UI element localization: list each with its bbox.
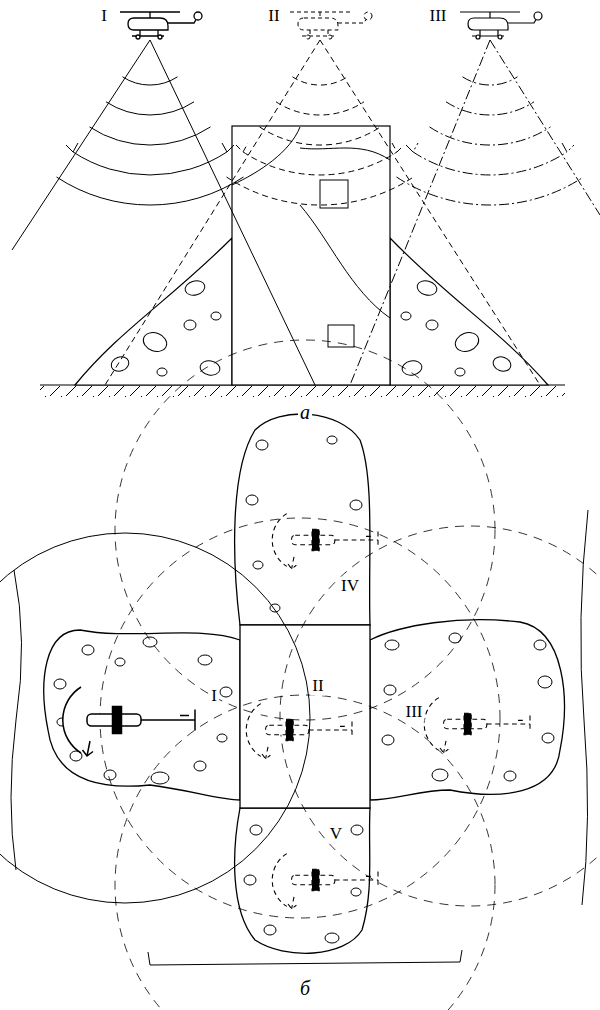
callout-number: III xyxy=(428,7,449,26)
figure-caption: а xyxy=(298,401,312,423)
helicopter-side xyxy=(290,12,372,39)
callout-number: IV xyxy=(339,577,361,596)
callout-number: II xyxy=(266,7,281,26)
building-plan xyxy=(240,625,370,808)
drop-cone xyxy=(105,40,540,385)
drop-cone xyxy=(12,40,315,385)
callout-number: III xyxy=(404,703,425,722)
ground-hatching xyxy=(40,386,565,397)
callout-number: I xyxy=(209,687,219,706)
callout-number: I xyxy=(99,7,109,26)
helicopter-top xyxy=(424,698,530,753)
coverage-circle xyxy=(0,533,310,903)
drop-cone xyxy=(350,40,600,385)
helicopter-top xyxy=(246,704,352,759)
rubble-stones xyxy=(54,436,554,943)
callout-number: II xyxy=(310,677,325,696)
figure-caption: б xyxy=(298,977,312,999)
helicopter-side xyxy=(120,12,202,39)
helicopter-top xyxy=(63,687,195,756)
helicopter-top xyxy=(272,854,378,909)
helicopter-top xyxy=(272,514,378,569)
rubble-zone xyxy=(44,414,564,953)
callout-number: V xyxy=(328,825,344,844)
helicopter-side xyxy=(460,12,542,39)
building-cracks xyxy=(232,127,390,347)
coverage-circle xyxy=(100,340,600,1010)
